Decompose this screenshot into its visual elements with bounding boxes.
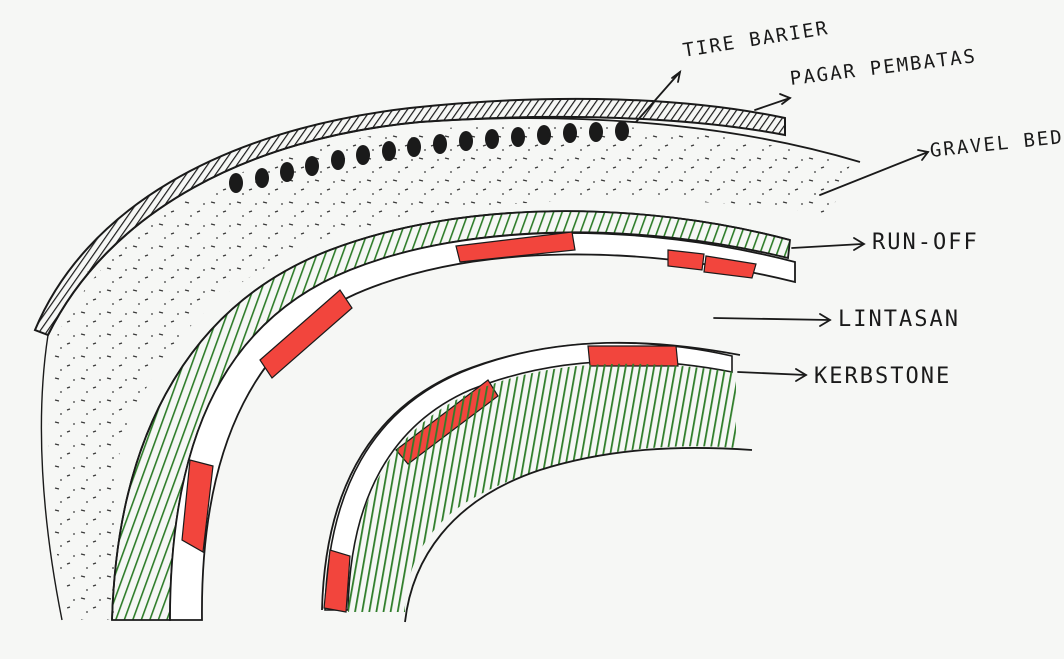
run-off-inner-band bbox=[348, 364, 736, 612]
label-lintasan: LINTASAN bbox=[838, 307, 960, 332]
label-run-off: RUN-OFF bbox=[872, 230, 979, 255]
label-kerbstone: KERBSTONE bbox=[814, 364, 951, 389]
